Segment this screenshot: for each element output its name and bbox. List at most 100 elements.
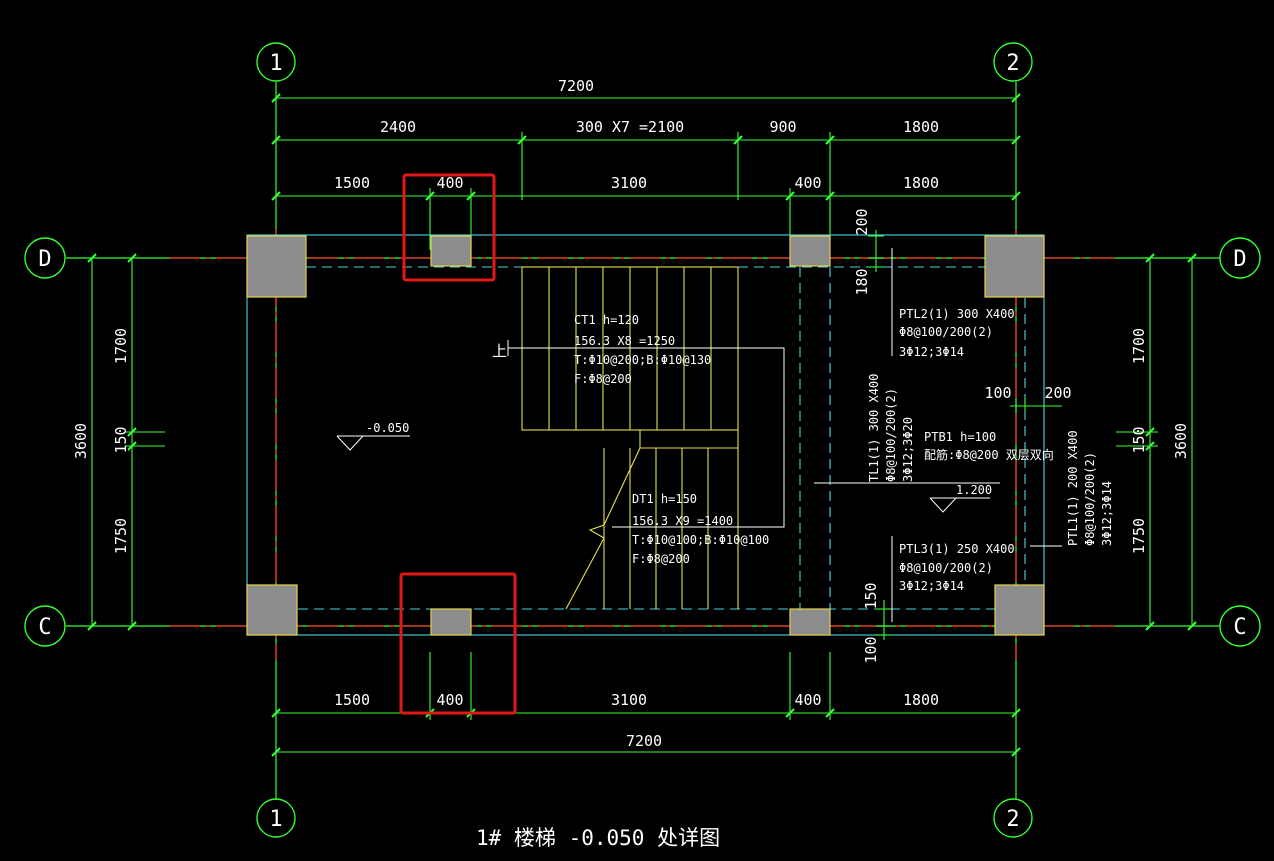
dt1-line-1: DT1 h=150 <box>632 492 697 506</box>
ptb1-line-2: 配筋:Φ8@200 双层双向 <box>924 447 1054 462</box>
ct1-annotation: CT1 h=120 156.3 X8 =1250 T:Φ10@200;B:Φ10… <box>574 313 711 386</box>
right-dimension-chains <box>1116 253 1197 631</box>
dim-top-near-5: 1800 <box>903 174 939 192</box>
axis-bubbles: 1 2 1 2 D D C C <box>24 42 1261 838</box>
dim-top-near-3: 3100 <box>611 174 647 192</box>
ptl2-line-3: 3Φ12;3Φ14 <box>899 345 964 359</box>
ptl3-line-2: Φ8@100/200(2) <box>899 561 993 575</box>
dim-bottom-near-5: 1800 <box>903 691 939 709</box>
column-top-right-small <box>789 235 831 267</box>
highlight-boxes <box>399 173 517 715</box>
column-c1 <box>246 584 298 636</box>
dim-left-part-1: 1700 <box>112 328 130 364</box>
top-dimension-chains <box>271 93 1021 250</box>
dim-left-part-3: 1750 <box>112 518 130 554</box>
dim-top-mid-2: 300 X7 =2100 <box>576 118 684 136</box>
ptb1-line-1: PTB1 h=100 <box>924 430 996 444</box>
dim-top-near-2: 400 <box>436 174 463 192</box>
tl1-annotation: TL1(1) 300 X400 Φ8@100/200(2) 3Φ12;3Φ20 <box>867 374 915 482</box>
dt1-line-4: F:Φ8@200 <box>632 552 690 566</box>
dim-top-mid-1: 2400 <box>380 118 416 136</box>
inner-dimensions <box>868 230 1062 640</box>
bottom-dimension-chains <box>271 652 1021 757</box>
dim-inner-6: 100 <box>862 636 880 663</box>
dim-right-part-2: 150 <box>1130 426 1148 453</box>
axis-label: 1 <box>269 51 282 76</box>
tl1-line-3: 3Φ12;3Φ20 <box>901 417 915 482</box>
ptl1-line-3: 3Φ12;3Φ14 <box>1100 481 1114 546</box>
dim-bottom-near-4: 400 <box>794 691 821 709</box>
axis-label: C <box>38 615 51 640</box>
level-main: -0.050 <box>366 421 409 435</box>
dim-bottom-near-3: 3100 <box>611 691 647 709</box>
level-landing: 1.200 <box>956 483 992 497</box>
dim-left-part-2: 150 <box>112 426 130 453</box>
drawing-title: 1# 楼梯 -0.050 处详图 <box>476 826 720 850</box>
axis-bubble-c-right: C <box>1219 605 1261 647</box>
axis-bubble-d-right: D <box>1219 237 1261 279</box>
axis-label: 2 <box>1006 807 1019 832</box>
column-d2 <box>984 235 1045 298</box>
ptl3-line-1: PTL3(1) 250 X400 <box>899 542 1015 556</box>
dim-inner-4: 200 <box>1044 384 1071 402</box>
column-bottom-right-small <box>789 608 831 636</box>
ptb1-annotation: PTB1 h=100 配筋:Φ8@200 双层双向 <box>924 430 1054 462</box>
dim-top-near-1: 1500 <box>334 174 370 192</box>
dt1-line-3: T:Φ10@100;B:Φ10@100 <box>632 533 769 547</box>
up-marker: 上 <box>492 342 507 360</box>
dim-right-total: 3600 <box>1172 423 1190 459</box>
axis-label: 1 <box>269 807 282 832</box>
dim-bottom-near-2: 400 <box>436 691 463 709</box>
dim-inner-3: 100 <box>984 384 1011 402</box>
walking-line <box>507 340 1062 547</box>
level-symbols <box>336 435 990 513</box>
dt1-line-2: 156.3 X9 =1400 <box>632 514 733 528</box>
axis-bubble-d-left: D <box>24 237 66 279</box>
axis-label: C <box>1233 615 1246 640</box>
axis-bubble-2-bottom: 2 <box>993 798 1033 838</box>
dim-top-near-4: 400 <box>794 174 821 192</box>
dim-inner-2: 180 <box>853 268 871 295</box>
axis-bubble-c-left: C <box>24 605 66 647</box>
tl1-line-1: TL1(1) 300 X400 <box>867 374 881 482</box>
dim-top-mid-3: 900 <box>769 118 796 136</box>
ct1-line-1: CT1 h=120 <box>574 313 639 327</box>
ptl2-annotation: PTL2(1) 300 X400 Φ8@100/200(2) 3Φ12;3Φ14 <box>899 307 1015 359</box>
dim-top-total: 7200 <box>558 77 594 95</box>
dim-right-part-1: 1700 <box>1130 328 1148 364</box>
tl1-line-2: Φ8@100/200(2) <box>884 388 898 482</box>
dim-bottom-near-1: 1500 <box>334 691 370 709</box>
dim-right-part-3: 1750 <box>1130 518 1148 554</box>
ct1-line-3: T:Φ10@200;B:Φ10@130 <box>574 353 711 367</box>
axis-bubble-1-bottom: 1 <box>256 798 296 838</box>
ptl1-line-1: PTL1(1) 200 X400 <box>1066 430 1080 546</box>
column-c2 <box>994 584 1045 636</box>
axis-bubble-2-top: 2 <box>993 42 1033 82</box>
left-dimension-chains <box>87 253 165 631</box>
highlight-box-top <box>402 173 496 282</box>
column-top-left-small <box>430 235 472 267</box>
columns <box>246 235 1045 636</box>
dim-left-total: 3600 <box>72 423 90 459</box>
ptl2-line-2: Φ8@100/200(2) <box>899 325 993 339</box>
column-d1 <box>246 235 307 298</box>
ct1-line-2: 156.3 X8 =1250 <box>574 334 675 348</box>
column-bottom-left-small <box>430 608 472 636</box>
ptl1-line-2: Φ8@100/200(2) <box>1083 452 1097 546</box>
dim-bottom-total: 7200 <box>626 732 662 750</box>
dim-inner-5: 150 <box>862 582 880 609</box>
dim-inner-1: 200 <box>853 208 871 235</box>
dt1-annotation: DT1 h=150 156.3 X9 =1400 T:Φ10@100;B:Φ10… <box>632 492 769 566</box>
ptl1-annotation: PTL1(1) 200 X400 Φ8@100/200(2) 3Φ12;3Φ14 <box>1066 430 1114 546</box>
axis-label: 2 <box>1006 51 1019 76</box>
ptl3-line-3: 3Φ12;3Φ14 <box>899 579 964 593</box>
ptl3-annotation: PTL3(1) 250 X400 Φ8@100/200(2) 3Φ12;3Φ14 <box>899 542 1015 593</box>
axis-label: D <box>1233 247 1246 272</box>
ptl2-line-1: PTL2(1) 300 X400 <box>899 307 1015 321</box>
axis-bubble-1-top: 1 <box>256 42 296 82</box>
dim-top-mid-4: 1800 <box>903 118 939 136</box>
highlight-box-bottom <box>399 572 517 715</box>
axis-label: D <box>38 247 51 272</box>
ct1-line-4: F:Φ8@200 <box>574 372 632 386</box>
